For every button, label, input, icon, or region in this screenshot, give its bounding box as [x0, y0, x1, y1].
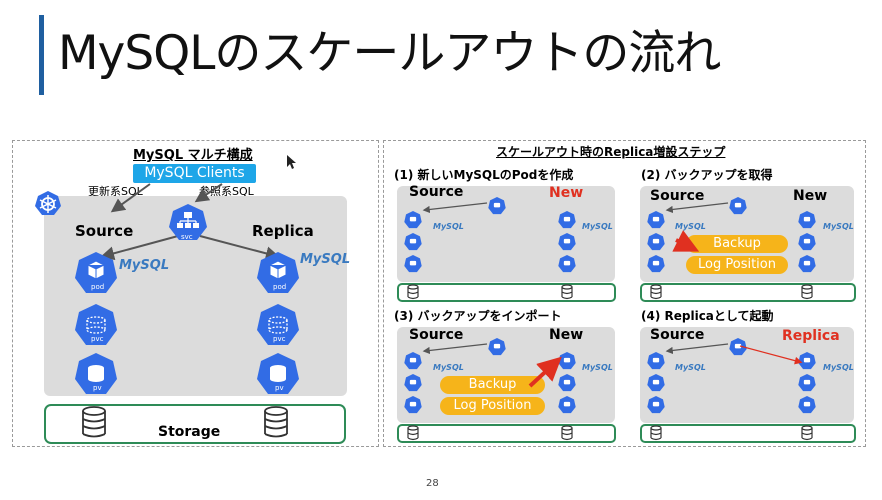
svc-icon	[169, 204, 207, 240]
storage-label: Storage	[158, 424, 221, 440]
step2-new-label: New	[793, 188, 828, 204]
step2-backup-pill: Backup	[686, 235, 788, 253]
step1-area	[397, 186, 615, 282]
source-disk-icon	[82, 406, 106, 438]
step1-heading: (1) 新しいMySQLのPodを作成	[394, 168, 574, 182]
step4-replica-mysql-logo: MySQL	[823, 363, 854, 372]
replica-pvc-icon	[257, 304, 299, 345]
slide-title: MySQLのスケールアウトの流れ	[58, 26, 721, 81]
step4-source-label: Source	[650, 327, 705, 343]
source-pod-label: pod	[91, 283, 105, 291]
step2-logpos-pill: Log Position	[686, 256, 788, 274]
step2-storage	[640, 283, 856, 302]
svc-label: svc	[181, 233, 193, 241]
source-pvc-icon	[75, 304, 117, 345]
step3-new-mysql-logo: MySQL	[582, 363, 613, 372]
step1-new-label: New	[549, 185, 584, 201]
step3-backup-pill: Backup	[440, 376, 545, 394]
step1-source-mysql-logo: MySQL	[433, 222, 464, 231]
source-pv-icon	[75, 353, 117, 394]
kubernetes-logo-icon	[35, 191, 61, 215]
step2-source-mysql-logo: MySQL	[675, 222, 706, 231]
source-mysql-logo: MySQL	[119, 258, 170, 273]
left-panel-title: MySQL マルチ構成	[133, 148, 253, 163]
source-pod-icon	[75, 252, 117, 293]
replica-mysql-logo: MySQL	[300, 252, 351, 267]
step2-heading: (2) バックアップを取得	[641, 168, 773, 182]
title-accent-bar	[39, 15, 44, 95]
reference-sql-label: 参照系SQL	[199, 185, 254, 198]
source-pvc-label: pvc	[91, 335, 104, 343]
step3-storage	[397, 424, 616, 443]
step3-new-label: New	[549, 327, 584, 343]
right-panel-title: スケールアウト時のReplica増設ステップ	[496, 145, 726, 159]
mysql-clients-box: MySQL Clients	[133, 164, 256, 183]
step3-source-label: Source	[409, 327, 464, 343]
replica-pv-label: pv	[275, 384, 284, 392]
replica-pod-icon	[257, 252, 299, 293]
replica-label: Replica	[252, 222, 314, 240]
step4-replica-label: Replica	[782, 328, 840, 344]
step3-heading: (3) バックアップをインポート	[394, 309, 562, 323]
step1-new-mysql-logo: MySQL	[582, 222, 613, 231]
source-label: Source	[75, 222, 134, 240]
update-sql-label: 更新系SQL	[88, 185, 143, 198]
replica-pod-label: pod	[273, 283, 287, 291]
step1-storage	[397, 283, 616, 302]
replica-pvc-label: pvc	[273, 335, 286, 343]
step4-source-mysql-logo: MySQL	[675, 363, 706, 372]
step4-storage	[640, 424, 856, 443]
step4-heading: (4) Replicaとして起動	[641, 309, 774, 323]
step3-logpos-pill: Log Position	[440, 397, 545, 415]
step4-area	[640, 327, 854, 423]
step2-new-mysql-logo: MySQL	[823, 222, 854, 231]
step3-source-mysql-logo: MySQL	[433, 363, 464, 372]
step2-source-label: Source	[650, 188, 705, 204]
replica-disk-icon	[264, 406, 288, 438]
mouse-cursor-icon	[287, 155, 296, 169]
replica-pv-icon	[257, 353, 299, 394]
step1-source-label: Source	[409, 184, 464, 200]
page-number: 28	[426, 478, 439, 489]
source-pv-label: pv	[93, 384, 102, 392]
